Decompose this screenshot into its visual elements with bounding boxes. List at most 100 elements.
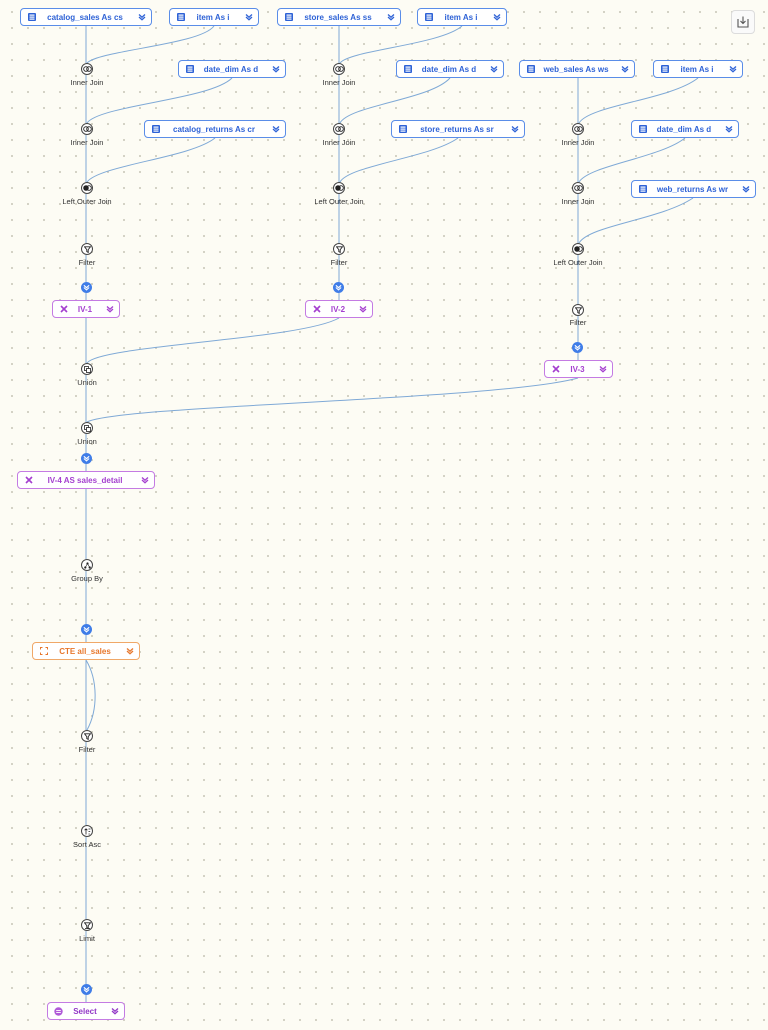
table-icon xyxy=(151,125,160,134)
table-label: catalog_sales As cs xyxy=(47,12,123,22)
connector-edge xyxy=(578,77,699,124)
output-badge-icon[interactable] xyxy=(333,282,344,293)
table-icon xyxy=(638,125,647,134)
connector-edge xyxy=(86,317,340,364)
operation-label: Filter xyxy=(330,258,348,267)
table-node-store-sales[interactable]: store_sales As ss xyxy=(277,8,401,26)
select-node[interactable]: Select xyxy=(47,1002,125,1020)
connector-edge xyxy=(85,659,96,731)
chevron-down-icon[interactable] xyxy=(106,305,114,313)
connector-edge xyxy=(339,25,463,64)
chevron-down-icon[interactable] xyxy=(729,65,737,73)
table-icon xyxy=(424,13,433,22)
limit-icon[interactable] xyxy=(81,919,93,931)
table-node-store-returns[interactable]: store_returns As sr xyxy=(391,120,525,138)
operation-label: Left Outer Join xyxy=(553,258,603,267)
table-label: store_returns As sr xyxy=(420,124,494,134)
table-label: item As i xyxy=(680,64,714,74)
chevron-down-icon[interactable] xyxy=(621,65,629,73)
operation-label: Group By xyxy=(71,574,103,583)
operation-label: Inner Join xyxy=(70,78,104,87)
operation-label: Inner Join xyxy=(561,197,595,206)
inline-view-node-iv-1[interactable]: IV-1 xyxy=(52,300,120,318)
left-outer-join-icon[interactable] xyxy=(81,182,93,194)
download-icon xyxy=(737,16,749,28)
operation-label: Left Outer Join xyxy=(314,197,364,206)
inner-join-icon[interactable] xyxy=(572,182,584,194)
output-badge-icon[interactable] xyxy=(81,624,92,635)
table-node-date-dim[interactable]: date_dim As d xyxy=(631,120,739,138)
table-node-date-dim[interactable]: date_dim As d xyxy=(396,60,504,78)
table-node-item[interactable]: item As i xyxy=(417,8,507,26)
inner-join-icon[interactable] xyxy=(333,123,345,135)
chevron-down-icon[interactable] xyxy=(725,125,733,133)
operation-label: Inner Join xyxy=(561,138,595,147)
chevron-down-icon[interactable] xyxy=(272,65,280,73)
chevron-down-icon[interactable] xyxy=(141,476,149,484)
output-badge-icon[interactable] xyxy=(81,453,92,464)
left-outer-join-icon[interactable] xyxy=(333,182,345,194)
operation-label: Union xyxy=(77,437,97,446)
chevron-down-icon[interactable] xyxy=(387,13,395,21)
chevron-down-icon[interactable] xyxy=(138,13,146,21)
inline-view-icon xyxy=(59,305,68,314)
table-node-web-returns[interactable]: web_returns As wr xyxy=(631,180,756,198)
select-icon xyxy=(54,1006,63,1016)
inline-view-label: IV-1 xyxy=(77,304,93,314)
inline-view-icon xyxy=(551,365,560,374)
operation-label: Inner Join xyxy=(322,138,356,147)
table-icon xyxy=(27,13,36,22)
inner-join-icon[interactable] xyxy=(572,123,584,135)
inline-view-node-iv-3[interactable]: IV-3 xyxy=(544,360,613,378)
inline-view-label: IV-2 xyxy=(330,304,346,314)
chevron-down-icon[interactable] xyxy=(245,13,253,21)
inner-join-icon[interactable] xyxy=(333,63,345,75)
chevron-down-icon[interactable] xyxy=(742,185,750,193)
inline-view-label: IV-4 AS sales_detail xyxy=(47,475,123,485)
output-badge-icon[interactable] xyxy=(81,984,92,995)
inline-view-node-iv-2[interactable]: IV-2 xyxy=(305,300,373,318)
sort-asc-icon[interactable] xyxy=(81,825,93,837)
filter-icon[interactable] xyxy=(333,243,345,255)
chevron-down-icon[interactable] xyxy=(111,1007,119,1015)
chevron-down-icon[interactable] xyxy=(272,125,280,133)
output-badge-icon[interactable] xyxy=(572,342,583,353)
output-badge-icon[interactable] xyxy=(81,282,92,293)
table-node-item[interactable]: item As i xyxy=(169,8,259,26)
inline-view-node-sales-detail[interactable]: IV-4 AS sales_detail xyxy=(17,471,155,489)
operation-label: Limit xyxy=(79,934,95,943)
filter-icon[interactable] xyxy=(81,243,93,255)
filter-icon[interactable] xyxy=(81,730,93,742)
filter-icon[interactable] xyxy=(572,304,584,316)
operation-label: Left Outer Join xyxy=(62,197,112,206)
table-label: web_returns As wr xyxy=(656,184,729,194)
table-node-item[interactable]: item As i xyxy=(653,60,743,78)
table-icon xyxy=(284,13,293,22)
inner-join-icon[interactable] xyxy=(81,123,93,135)
chevron-down-icon[interactable] xyxy=(599,365,607,373)
chevron-down-icon[interactable] xyxy=(126,647,134,655)
table-label: item As i xyxy=(196,12,230,22)
connector-edge xyxy=(86,25,215,64)
operation-label: Union xyxy=(77,378,97,387)
inner-join-icon[interactable] xyxy=(81,63,93,75)
union-icon[interactable] xyxy=(81,363,93,375)
chevron-down-icon[interactable] xyxy=(493,13,501,21)
table-icon xyxy=(403,65,412,74)
cte-node-all-sales[interactable]: CTE all_sales xyxy=(32,642,140,660)
chevron-down-icon[interactable] xyxy=(490,65,498,73)
chevron-down-icon[interactable] xyxy=(359,305,367,313)
left-outer-join-icon[interactable] xyxy=(572,243,584,255)
table-node-catalog-sales[interactable]: catalog_sales As cs xyxy=(20,8,152,26)
table-node-date-dim[interactable]: date_dim As d xyxy=(178,60,286,78)
download-button[interactable] xyxy=(731,10,755,34)
union-icon[interactable] xyxy=(81,422,93,434)
table-icon xyxy=(176,13,185,22)
table-label: store_sales As ss xyxy=(304,12,372,22)
chevron-down-icon[interactable] xyxy=(511,125,519,133)
table-node-web-sales[interactable]: web_sales As ws xyxy=(519,60,635,78)
table-label: web_sales As ws xyxy=(543,64,609,74)
table-node-catalog-returns[interactable]: catalog_returns As cr xyxy=(144,120,286,138)
group-by-icon[interactable] xyxy=(81,559,93,571)
